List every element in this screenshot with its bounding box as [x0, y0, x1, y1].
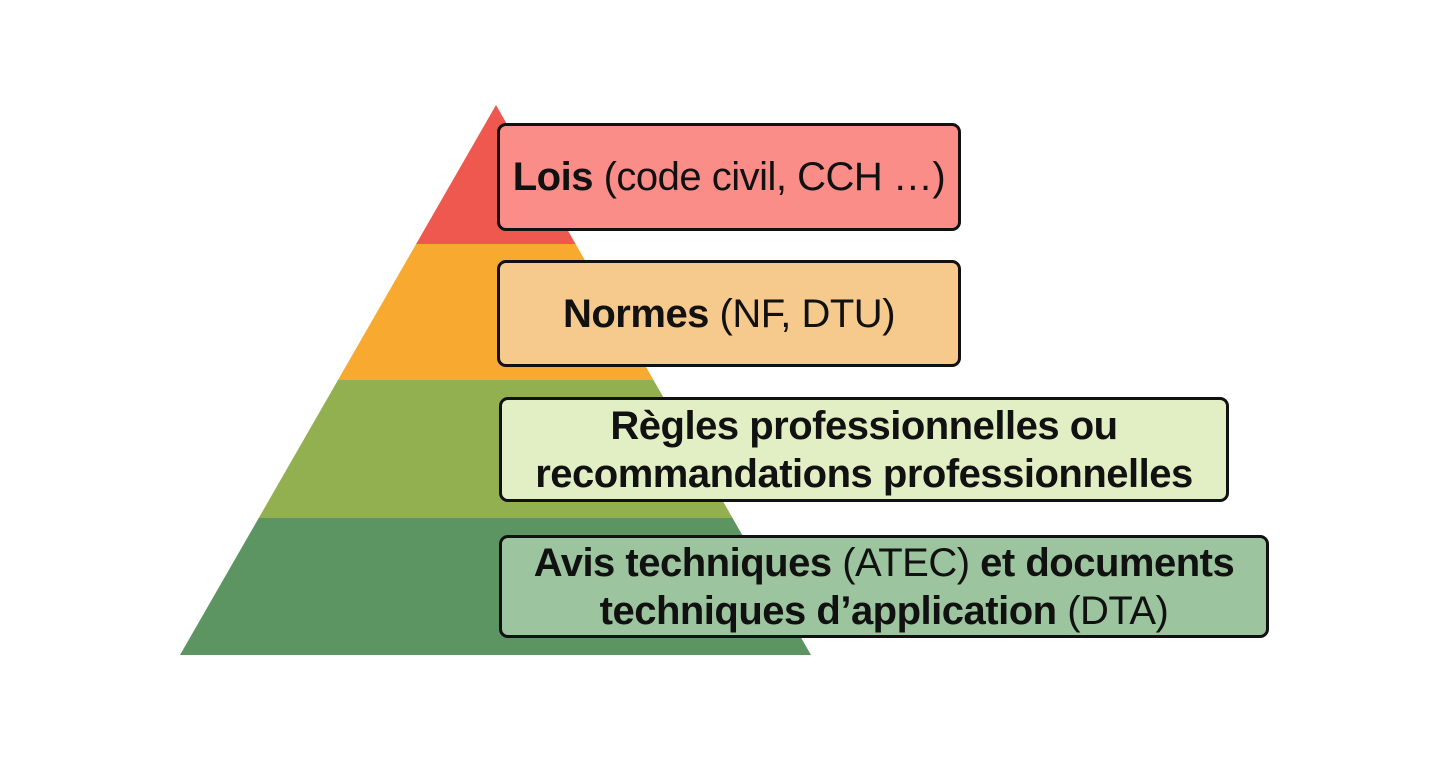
label-line: recommandations professionnelles: [535, 450, 1193, 498]
label-text-main: Normes: [562, 291, 720, 336]
label-box-regles: Règles professionnelles ou recommandatio…: [499, 397, 1229, 502]
label-box-avis: Avis techniques (ATEC) et documents tech…: [499, 535, 1269, 638]
label-box-normes: Normes (NF, DTU): [497, 260, 961, 367]
label-text-main: Lois: [512, 155, 604, 199]
label-line: Avis techniques (ATEC) et documents: [533, 539, 1235, 587]
label-text-paren: (ATEC): [842, 540, 970, 585]
label-text-main: recommandations professionnelles: [535, 451, 1193, 496]
label-text-paren: (NF, DTU): [719, 291, 896, 336]
label-text-main: Règles professionnelles ou: [610, 403, 1118, 448]
label-box-lois: Lois (code civil, CCH …): [497, 123, 961, 231]
label-text-paren: (code civil, CCH …): [603, 155, 946, 199]
label-line: Règles professionnelles ou: [610, 402, 1118, 450]
label-text-main: techniques d’application: [599, 588, 1068, 633]
label-text-main: Avis techniques: [533, 540, 843, 585]
label-text-main: et documents: [969, 540, 1235, 585]
label-line: Normes (NF, DTU): [562, 290, 896, 338]
label-line: Lois (code civil, CCH …): [513, 153, 946, 201]
label-line: techniques d’application (DTA): [600, 587, 1169, 635]
label-text-paren: (DTA): [1067, 588, 1169, 633]
